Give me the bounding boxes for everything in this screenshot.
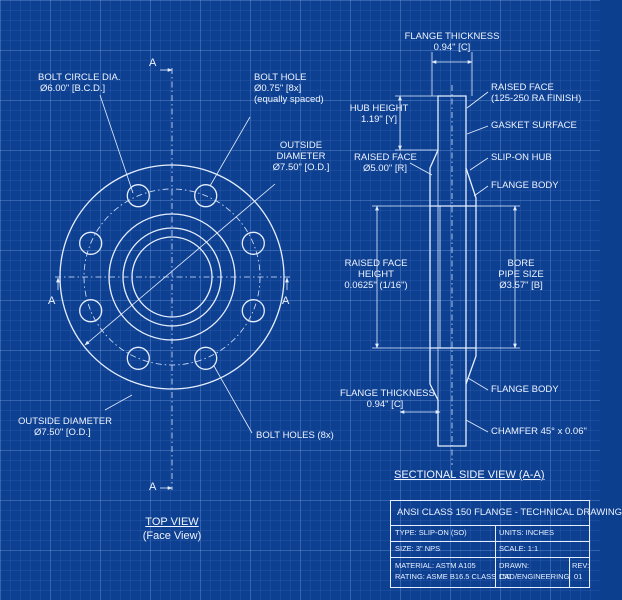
raised-face-finish-label: RAISED FACE (125-250 RA FINISH) — [491, 82, 581, 104]
title-block-heading: ANSI CLASS 150 FLANGE - TECHNICAL DRAWIN… — [397, 507, 622, 518]
raised-face-finish-leader — [466, 91, 489, 109]
bolt-hole — [126, 346, 150, 370]
title-block-size: SIZE: 3" NPS — [395, 544, 441, 553]
bolt-hole — [126, 184, 150, 208]
flange-thickness-bottom-label: FLANGE THICKNESS 0.94" [C] — [340, 388, 435, 410]
bore-line-1: BORE — [507, 258, 535, 269]
bolt-circle-leader — [99, 94, 134, 194]
section-label-a-top: A — [149, 57, 157, 69]
flange-thickness-bottom-line-1: FLANGE THICKNESS — [340, 388, 435, 399]
bore-line-2: PIPE SIZE — [498, 269, 544, 280]
drawing-svg — [55, 52, 520, 490]
bolt-hole-label-line-1: BOLT HOLE — [254, 72, 307, 83]
bolt-circle-label: BOLT CIRCLE DIA. Ø6.00" [B.C.D.] — [38, 72, 121, 94]
diameter-leader-right — [84, 183, 276, 346]
outside-diameter-circle — [59, 164, 285, 390]
outside-diameter-right-line-3: Ø7.50" [O.D.] — [272, 162, 330, 173]
bolt-circle-label-line-2: Ø6.00" [B.C.D.] — [40, 83, 106, 94]
bolt-hole — [79, 231, 103, 255]
title-block-row-material: MATERIAL: ASTM A105 RATING: ASME B16.5 C… — [391, 557, 589, 588]
bolt-hole-label: BOLT HOLE Ø0.75" [8x] (equally spaced) — [254, 72, 324, 105]
chamfer-leader — [465, 419, 489, 433]
raised-face-finish-line-2: (125-250 RA FINISH) — [491, 93, 582, 104]
title-block-type: TYPE: SLIP-ON (SO) — [395, 528, 467, 537]
section-label-a-right: A — [282, 295, 290, 307]
outside-diameter-left-line-1: OUTSIDE DIAMETER — [18, 416, 112, 427]
flange-thickness-top-line-2: 0.94" [C] — [433, 42, 471, 53]
bore-label: BORE PIPE SIZE Ø3.57" [B] — [490, 258, 552, 291]
section-label-a-bottom: A — [149, 481, 157, 493]
top-view-subtitle: (Face View) — [142, 530, 202, 542]
outside-diameter-left-line-2: Ø7.50" [O.D.] — [34, 427, 91, 438]
title-block-rating: RATING: ASME B16.5 CLASS 150 — [395, 572, 511, 581]
bolt-hole — [241, 231, 265, 255]
slip-on-hub-leader — [469, 157, 489, 171]
flange-thickness-top-line-1: FLANGE THICKNESS — [404, 31, 500, 42]
raised-face-height-line-1: RAISED FACE — [344, 258, 408, 269]
lower-flange-section — [429, 347, 477, 447]
title-block-units: UNITS: INCHES — [499, 528, 555, 537]
raised-face-dia-label: RAISED FACE Ø5.00" [R] — [354, 152, 417, 174]
bolt-hole — [194, 346, 218, 370]
hub-height-line-1: HUB HEIGHT — [349, 103, 409, 114]
slip-on-hub-label: SLIP-ON HUB — [491, 152, 552, 163]
flange-body-label-top: FLANGE BODY — [491, 180, 559, 191]
title-block-material: MATERIAL: ASTM A105 — [395, 561, 476, 570]
hub-height-label: HUB HEIGHT 1.19" [Y] — [348, 103, 410, 125]
flange-thickness-bottom-line-2: 0.94" [C] — [366, 399, 404, 410]
bore-line-3: Ø3.57" [B] — [499, 280, 543, 291]
title-block-rev-label: REV: — [572, 561, 590, 570]
title-block-scale: SCALE: 1:1 — [499, 544, 539, 553]
chamfer-label: CHAMFER 45° x 0.06" — [491, 426, 587, 437]
raised-face-circle — [108, 213, 236, 341]
outside-diameter-right-line-2: DIAMETER — [276, 151, 326, 162]
bolt-hole-label-line-2: Ø0.75" [8x] — [254, 83, 302, 94]
flange-body-leader-top — [473, 185, 489, 197]
title-block-row-size: SIZE: 3" NPS SCALE: 1:1 — [391, 541, 589, 558]
bolt-hole-label-line-3: (equally spaced) — [254, 94, 324, 105]
hub-height-line-2: 1.19" [Y] — [360, 114, 398, 125]
bolt-holes-leader — [213, 365, 253, 434]
bolt-hole — [79, 299, 103, 323]
outside-diameter-right-line-1: OUTSIDE — [279, 140, 323, 151]
bore-circle — [131, 236, 213, 318]
bolt-holes-label: BOLT HOLES (8x) — [256, 430, 334, 441]
title-block-drawn-value: CAD/ENGINEERING — [499, 572, 570, 581]
top-view-drawing — [55, 68, 290, 490]
title-block-row-type: TYPE: SLIP-ON (SO) UNITS: INCHES — [391, 525, 589, 542]
flange-body-leader-bottom — [467, 377, 489, 391]
gasket-surface-label: GASKET SURFACE — [491, 120, 577, 131]
raised-face-height-line-3: 0.0625" (1/16") — [344, 280, 408, 291]
outside-diameter-label-left: OUTSIDE DIAMETER Ø7.50" [O.D.] — [18, 416, 112, 438]
bolt-circle — [83, 188, 261, 366]
bolt-hole — [241, 299, 265, 323]
section-view-title: SECTIONAL SIDE VIEW (A-A) — [394, 469, 545, 481]
diameter-leader-left — [104, 394, 133, 411]
raised-face-height-label: RAISED FACE HEIGHT 0.0625" (1/16") — [340, 258, 412, 291]
top-view-title: TOP VIEW — [145, 516, 199, 528]
raised-face-dia-line-1: RAISED FACE — [354, 152, 417, 163]
raised-face-dia-line-2: Ø5.00" [R] — [362, 163, 408, 174]
raised-face-leader — [409, 162, 433, 176]
section-label-a-left: A — [48, 295, 56, 307]
raised-face-finish-line-1: RAISED FACE — [491, 82, 554, 93]
hub-circle — [122, 227, 222, 327]
raised-face-height-line-2: HEIGHT — [358, 269, 394, 280]
outside-diameter-label-right: OUTSIDE DIAMETER Ø7.50" [O.D.] — [270, 140, 332, 173]
upper-flange-section — [429, 95, 477, 207]
title-block: ANSI CLASS 150 FLANGE - TECHNICAL DRAWIN… — [390, 500, 622, 588]
bolt-hole — [194, 184, 218, 208]
title-block-rev-value: 01 — [574, 572, 583, 581]
title-block-drawn-label: DRAWN: — [499, 561, 530, 570]
bolt-circle-label-line-1: BOLT CIRCLE DIA. — [38, 72, 121, 83]
flange-body-label-bottom: FLANGE BODY — [491, 384, 559, 395]
flange-thickness-top-label: FLANGE THICKNESS 0.94" [C] — [402, 31, 502, 53]
bolt-hole-leader — [209, 116, 251, 187]
section-view-drawing — [372, 52, 520, 465]
gasket-surface-leader — [466, 125, 489, 135]
